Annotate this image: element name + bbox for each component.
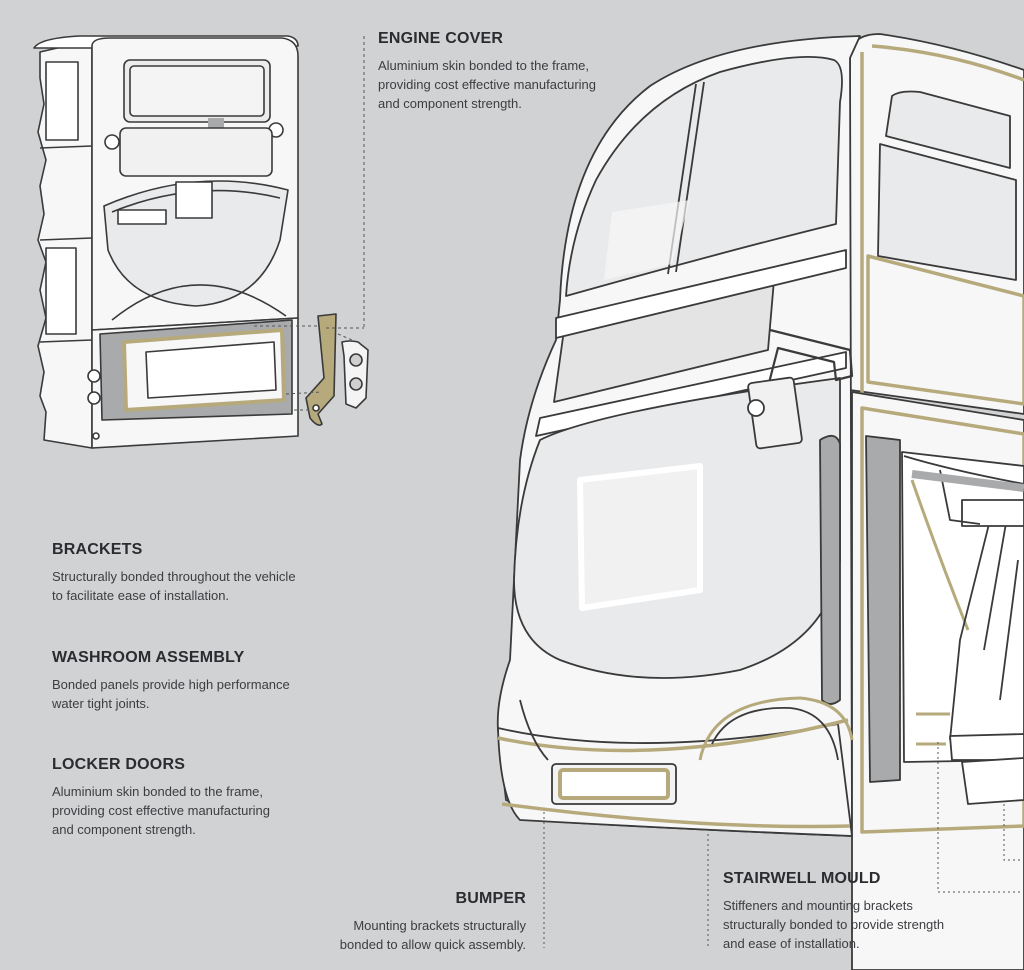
washroom-text: Bonded panels provide high performance w… — [52, 677, 290, 711]
locker-doors-text: Aluminium skin bonded to the frame, prov… — [52, 784, 270, 837]
stairwell-title: STAIRWELL MOULD — [723, 870, 881, 887]
leader-lines — [543, 742, 1024, 948]
stairwell-text: Stiffeners and mounting brackets structu… — [723, 898, 945, 951]
double-decker-bus-drawing — [496, 33, 1024, 970]
callout-engine-cover: ENGINE COVER Aluminium skin bonded to th… — [378, 30, 658, 113]
washroom-title: WASHROOM ASSEMBLY — [52, 649, 245, 666]
brackets-text: Structurally bonded throughout the vehic… — [52, 569, 296, 603]
locker-doors-title: LOCKER DOORS — [52, 756, 186, 773]
callout-stairwell-mould: STAIRWELL MOULD Stiffeners and mounting … — [723, 870, 1003, 953]
engine-cover-title: ENGINE COVER — [378, 30, 504, 47]
callout-locker-doors: LOCKER DOORS Aluminium skin bonded to th… — [52, 756, 352, 839]
bumper-text: Mounting brackets structurally bonded to… — [339, 918, 526, 952]
brackets-title: BRACKETS — [52, 541, 143, 558]
rear-engine-cover-drawing — [33, 35, 369, 449]
bumper-title: BUMPER — [455, 890, 526, 907]
callout-bumper: BUMPER Mounting brackets structurally bo… — [296, 890, 526, 954]
callout-brackets: BRACKETS Structurally bonded throughout … — [52, 541, 352, 605]
engine-cover-text: Aluminium skin bonded to the frame, prov… — [378, 58, 596, 111]
callout-washroom-assembly: WASHROOM ASSEMBLY Bonded panels provide … — [52, 649, 352, 713]
